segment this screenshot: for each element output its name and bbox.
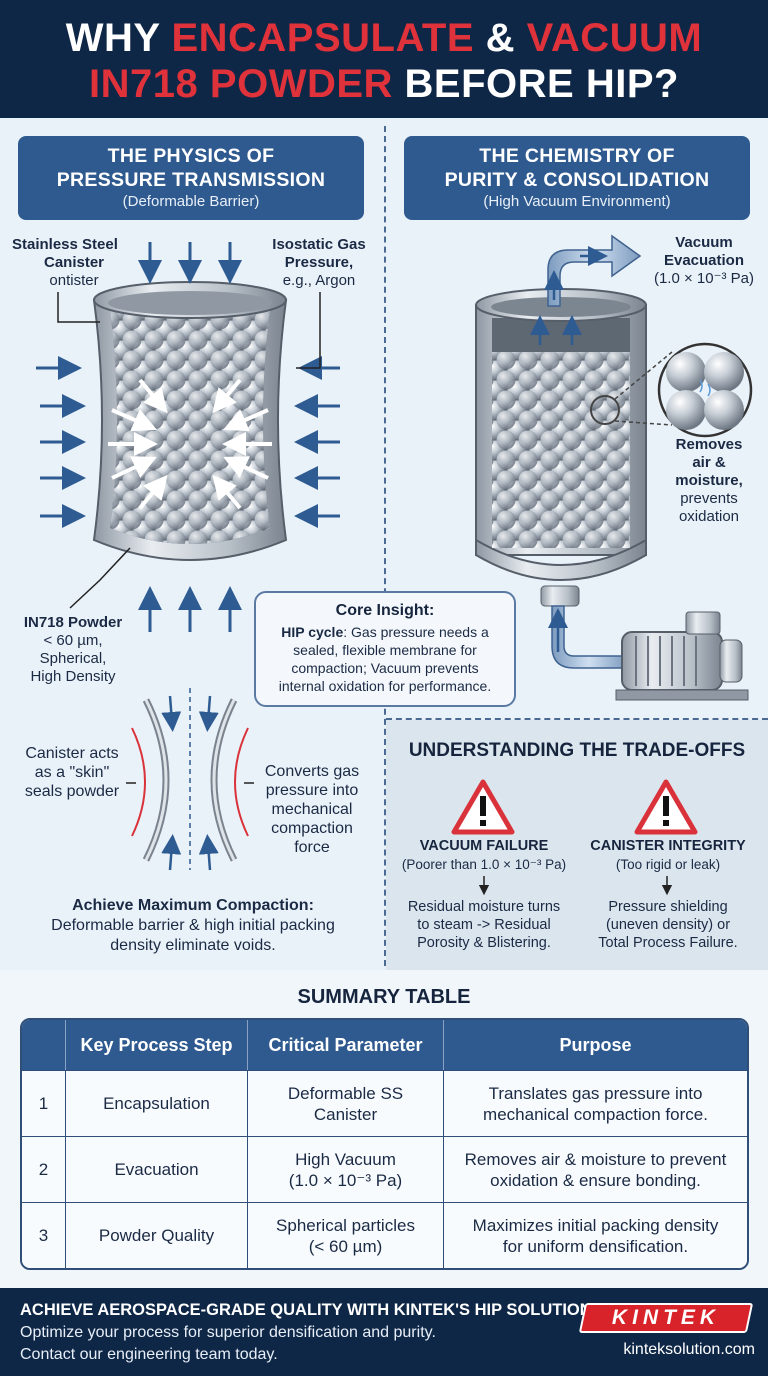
kintek-logo[interactable]: KINTEK: [578, 1303, 754, 1333]
core-insight-body: HIP cycle: Gas pressure needs a sealed, …: [278, 624, 492, 694]
warning-icon: [451, 779, 515, 835]
tradeoffs-panel: [386, 720, 768, 970]
table-header-row: Key Process Step Critical Parameter Purp…: [22, 1020, 747, 1070]
vacuum-failure-title: VACUUM FAILURE: [419, 838, 549, 854]
tradeoffs-title: UNDERSTANDING THE TRADE-OFFS: [408, 740, 746, 761]
table-header: Key Process Step: [66, 1020, 248, 1070]
chemistry-banner-subtitle: (High Vacuum Environment): [483, 193, 671, 210]
summary-table: Key Process Step Critical Parameter Purp…: [20, 1018, 749, 1270]
warning-icon: [634, 779, 698, 835]
title-line-1: WHY ENCAPSULATE & VACUUM: [65, 16, 703, 60]
footer-body: Optimize your process for superior densi…: [20, 1324, 436, 1363]
row-number: 3: [22, 1202, 66, 1268]
leader-lines: [57, 292, 321, 609]
core-insight-box: Core Insight: HIP cycle: Gas pressure ne…: [254, 591, 516, 707]
process-step: Evacuation: [66, 1136, 248, 1202]
vacuum-failure-sub: (Poorer than 1.0 × 10⁻³ Pa): [401, 857, 567, 872]
converts-label: Converts gas pressure into mechanical co…: [264, 763, 360, 856]
vertical-divider: [384, 126, 386, 966]
chemistry-banner-title-2: PURITY & CONSOLIDATION: [444, 169, 710, 191]
achieve-compaction: Achieve Maximum Compaction: Deformable b…: [51, 897, 335, 954]
row-number: 2: [22, 1136, 66, 1202]
chemistry-banner-title-1: THE CHEMISTRY OF: [479, 145, 675, 167]
summary-title: SUMMARY TABLE: [297, 986, 471, 1008]
process-step: Encapsulation: [66, 1070, 248, 1136]
physics-banner-title-2: PRESSURE TRANSMISSION: [56, 169, 326, 191]
pressure-arrows: [36, 242, 340, 632]
vacuum-failure-body: Residual moisture turns to steam -> Resi…: [407, 899, 561, 951]
website-link[interactable]: kinteksolution.com: [623, 1341, 755, 1358]
process-step: Powder Quality: [66, 1202, 248, 1268]
physics-banner-title-1: THE PHYSICS OF: [107, 145, 275, 167]
row-number: 1: [22, 1070, 66, 1136]
critical-parameter: High Vacuum(1.0 × 10⁻³ Pa): [248, 1136, 444, 1202]
chemistry-banner: THE CHEMISTRY OF PURITY & CONSOLIDATION …: [404, 136, 750, 220]
table-row: 2 Evacuation High Vacuum(1.0 × 10⁻³ Pa) …: [22, 1136, 747, 1202]
canister-label: Stainless Steel Canister ontister: [12, 236, 118, 289]
right-canister: [475, 234, 753, 701]
powder-label: IN718 Powder < 60 µm, Spherical, High De…: [23, 614, 123, 685]
physics-banner-subtitle: (Deformable Barrier): [122, 193, 260, 210]
vacuum-evacuation-label: Vacuum Evacuation (1.0 × 10⁻³ Pa): [653, 234, 755, 287]
skin-label: Canister acts as a "skin" seals powder: [24, 745, 120, 800]
physics-banner: THE PHYSICS OF PRESSURE TRANSMISSION (De…: [18, 136, 364, 220]
canister-integrity-body: Pressure shielding (uneven density) or T…: [598, 899, 738, 951]
table-header: Critical Parameter: [248, 1020, 444, 1070]
title-line-2: IN718 POWDER BEFORE HIP?: [89, 62, 679, 106]
skin-diagram: [126, 688, 254, 871]
left-canister: [92, 281, 288, 561]
gas-pressure-label: Isostatic Gas Pressure, e.g., Argon: [272, 236, 366, 289]
tradeoff-arrows: [478, 876, 673, 896]
header: WHY ENCAPSULATE & VACUUM IN718 POWDER BE…: [0, 0, 768, 118]
canister-integrity-title: CANISTER INTEGRITY: [590, 838, 746, 854]
core-insight-title: Core Insight:: [335, 602, 435, 619]
table-row: 3 Powder Quality Spherical particles(< 6…: [22, 1202, 747, 1268]
footer-headline: ACHIEVE AEROSPACE-GRADE QUALITY WITH KIN…: [20, 1301, 608, 1319]
critical-parameter: Spherical particles(< 60 µm): [248, 1202, 444, 1268]
horizontal-divider: [386, 718, 768, 720]
removes-air-label: Removes air & moisture, prevents oxidati…: [675, 436, 743, 525]
table-header: Purpose: [444, 1020, 747, 1070]
canister-integrity-sub: (Too rigid or leak): [615, 857, 721, 872]
table-header: [22, 1020, 66, 1070]
